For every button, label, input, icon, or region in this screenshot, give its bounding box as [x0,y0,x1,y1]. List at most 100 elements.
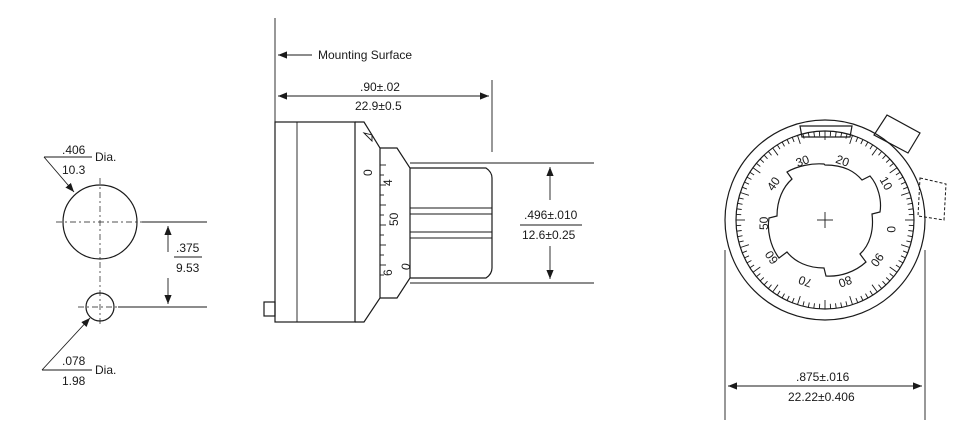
dial-tick [849,295,853,305]
small-dia-leader [41,317,91,371]
side-scale-label-0b: 0 [398,262,413,271]
dial-tick [902,186,908,190]
dial-tick [860,295,864,301]
dial-tick [907,202,913,205]
dial-tick [855,297,859,303]
dial-tick [869,290,874,296]
side-view: Mounting Surface .90±.02 22.9±0.5 [263,18,594,323]
dial-label-60: 60 [762,248,781,267]
dial-tick [791,297,795,303]
dial-label-50: 50 [757,216,771,230]
dial-tick [871,147,878,156]
dial-tick [889,273,894,278]
dial-tick [907,235,913,238]
dial-tick [869,144,874,150]
dial-tick [786,139,790,145]
dial-tick [882,280,887,286]
dial-window [799,125,853,138]
dial-tick [738,240,744,243]
dial-tick [840,302,843,308]
dial-tick [749,264,755,269]
dial-tick [898,260,904,264]
dial-tick [900,244,910,248]
dial-tick [878,284,883,289]
dial-outer-ring [724,119,926,321]
depth-inch-value: .90±.02 [360,80,400,94]
dial-tick [865,141,869,147]
dial-tick [763,154,768,160]
dial-tick [759,277,765,282]
dial-hub [767,163,882,277]
dial-tick [797,295,801,305]
front-view: 0 10 20 30 40 50 60 70 80 90 .875±.016 2… [724,114,947,420]
dial-body [274,121,356,323]
lock-lever-alternate [917,177,947,221]
dial-tick [772,147,779,156]
dial-tick [889,167,898,174]
dial-tick [902,250,908,254]
dial-label-0: 0 [884,226,898,233]
dial-tick [737,202,743,205]
dial-tick [776,290,781,296]
dial-tick [845,301,848,307]
knob-dia-mm-value: 12.6±0.25 [522,228,576,242]
dial-tick [882,154,887,160]
knob-skirt [380,147,411,299]
dial-tick [906,240,912,243]
dial-tick [740,244,750,248]
dial-tick [889,266,898,273]
dial-tick [855,137,859,143]
large-dia-inch-value: .406 [62,143,86,157]
dial-label-70: 70 [796,272,814,290]
dial-tick [845,133,848,139]
dial-tick [871,284,878,293]
large-dia-mm-value: 10.3 [62,163,86,177]
dial-tick [749,171,755,176]
dial-tick [791,137,795,143]
dial-tick [767,284,772,289]
dial-tick [835,303,837,309]
dial-tick [786,295,790,301]
dial-tick [752,266,761,273]
small-dia-suffix: Dia. [95,363,116,377]
dial-tick [813,131,815,137]
spacing-inch-value: .375 [176,241,200,255]
dial-tick [802,133,805,139]
dial-tick [813,303,815,309]
dial-tick [908,230,914,232]
dial-label-90: 90 [867,250,886,269]
dial-tick [908,208,914,210]
mounting-surface-label: Mounting Surface [318,48,412,62]
dial-tick [840,132,843,138]
dial-tick [772,284,779,293]
dial-tick [744,255,750,259]
scale-ring [355,121,381,323]
dial-tick [860,139,864,145]
side-scale-label-6: 6 [381,269,395,276]
dial-tick [740,192,750,196]
dial-tick [767,151,772,156]
spacing-mm-value: 9.53 [176,261,200,275]
dial-label-80: 80 [836,273,854,291]
dial-tick [849,135,853,145]
dial-tick [736,230,742,232]
lock-lever [873,114,921,154]
dial-tick [781,141,785,147]
dial-tick [900,192,910,196]
large-dia-leader [43,156,75,193]
dial-label-20: 20 [834,152,852,170]
dial-tick [900,181,906,185]
dial-ticks [736,131,914,309]
dial-tick [878,151,883,156]
dial-tick [737,235,743,238]
side-scale-label-4: 4 [381,179,395,186]
dial-tick [898,176,904,180]
dial-label-30: 30 [794,152,812,170]
small-dia-inch-value: .078 [62,354,86,368]
dial-tick [885,158,891,163]
hole-pattern: .375 9.53 .406 Dia. 10.3 .078 Dia. 1.98 [41,143,207,388]
dial-tick [835,131,837,137]
dial-tick [889,162,894,167]
index-marker [362,132,373,143]
